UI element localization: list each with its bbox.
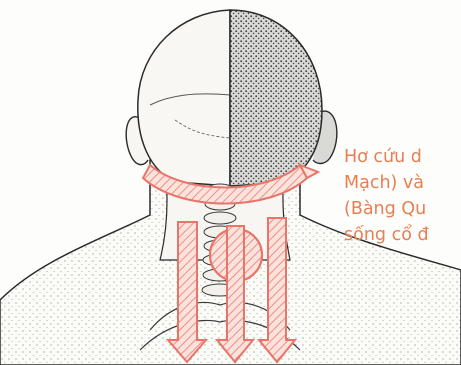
skull-half — [138, 10, 230, 186]
caption-line-1: Hơ cứu d — [344, 144, 461, 170]
caption-line-4: sống cổ đ — [344, 222, 461, 248]
down-arrows — [168, 218, 295, 362]
hair-half — [230, 10, 322, 186]
caption: Hơ cứu d Mạch) và (Bàng Qu sống cổ đ — [344, 144, 461, 248]
caption-line-2: Mạch) và — [344, 170, 461, 196]
caption-line-3: (Bàng Qu — [344, 196, 461, 222]
